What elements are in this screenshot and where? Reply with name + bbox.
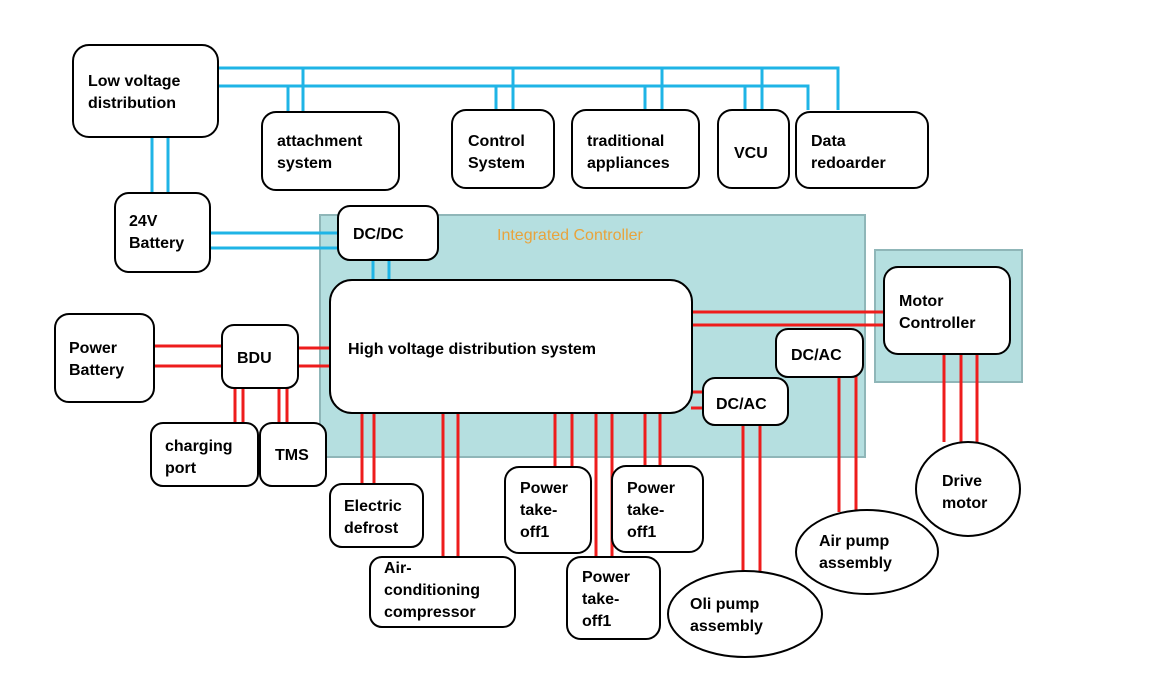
svg-text:motor: motor — [942, 495, 987, 512]
node-bdu: BDU — [221, 324, 299, 389]
svg-text:distribution: distribution — [88, 95, 176, 112]
svg-text:DC/AC: DC/AC — [791, 347, 842, 364]
svg-text:traditional: traditional — [587, 133, 664, 150]
svg-text:Battery: Battery — [69, 362, 124, 379]
node-dc-ac-upper: DC/AC — [775, 328, 864, 378]
low-voltage-lines — [150, 66, 840, 280]
node-traditional-appliances: traditional appliances — [571, 109, 700, 189]
svg-text:system: system — [277, 155, 332, 172]
svg-text:take-: take- — [520, 502, 557, 519]
svg-text:Controller: Controller — [899, 315, 975, 332]
svg-text:DC/DC: DC/DC — [353, 226, 404, 243]
svg-text:assembly: assembly — [690, 618, 763, 635]
node-power-take-off-a: Power take- off1 — [504, 466, 592, 554]
svg-text:take-: take- — [582, 591, 619, 608]
svg-text:Power: Power — [627, 480, 675, 497]
svg-text:Air pump: Air pump — [819, 533, 889, 550]
node-24v-battery: 24V Battery — [114, 192, 211, 273]
svg-text:redoarder: redoarder — [811, 155, 886, 172]
node-tms: TMS — [259, 422, 327, 487]
node-ac-compressor: Air- conditioning compressor — [369, 556, 516, 628]
svg-text:VCU: VCU — [734, 145, 768, 162]
svg-text:attachment: attachment — [277, 133, 363, 150]
svg-text:High voltage distribution syst: High voltage distribution system — [348, 341, 596, 358]
svg-text:assembly: assembly — [819, 555, 892, 572]
node-electric-defrost: Electric defrost — [329, 483, 424, 548]
svg-text:compressor: compressor — [384, 604, 476, 621]
node-vcu: VCU — [717, 109, 790, 189]
node-high-voltage-distribution: High voltage distribution system — [329, 279, 693, 414]
svg-text:off1: off1 — [582, 613, 611, 630]
svg-text:BDU: BDU — [237, 350, 272, 367]
svg-text:defrost: defrost — [344, 520, 399, 537]
svg-text:off1: off1 — [627, 524, 656, 541]
svg-text:Motor: Motor — [899, 293, 943, 310]
svg-text:Electric: Electric — [344, 498, 402, 515]
svg-text:DC/AC: DC/AC — [716, 396, 767, 413]
high-voltage-lines — [154, 310, 979, 572]
node-data-recorder: Data redoarder — [795, 111, 929, 189]
svg-text:Control: Control — [468, 133, 525, 150]
svg-text:Oli pump: Oli pump — [690, 596, 760, 613]
node-charging-port: charging port — [150, 422, 259, 487]
node-power-take-off-b: Power take- off1 — [611, 465, 704, 553]
node-low-voltage-distribution: Low voltage distribution — [72, 44, 219, 138]
node-power-battery: Power Battery — [54, 313, 155, 403]
svg-text:Drive: Drive — [942, 473, 982, 490]
svg-text:Battery: Battery — [129, 235, 184, 252]
node-control-system: Control System — [451, 109, 555, 189]
svg-text:conditioning: conditioning — [384, 582, 480, 599]
svg-text:off1: off1 — [520, 524, 549, 541]
node-oil-pump-assembly: Oli pump assembly — [667, 570, 823, 658]
integrated-controller-label: Integrated Controller — [497, 227, 644, 244]
svg-text:TMS: TMS — [275, 447, 309, 464]
svg-text:System: System — [468, 155, 525, 172]
node-drive-motor: Drive motor — [915, 441, 1021, 537]
svg-text:appliances: appliances — [587, 155, 670, 172]
node-motor-controller: Motor Controller — [883, 266, 1011, 355]
svg-text:port: port — [165, 460, 197, 477]
node-air-pump-assembly: Air pump assembly — [795, 509, 939, 595]
node-dc-dc: DC/DC — [337, 205, 439, 261]
svg-text:Air-: Air- — [384, 560, 412, 577]
node-dc-ac-lower: DC/AC — [702, 377, 789, 426]
svg-text:Power: Power — [520, 480, 568, 497]
svg-text:charging: charging — [165, 438, 233, 455]
svg-text:Data: Data — [811, 133, 846, 150]
svg-text:24V: 24V — [129, 213, 158, 230]
svg-text:Power: Power — [69, 340, 117, 357]
node-attachment-system: attachment system — [261, 111, 400, 191]
svg-text:Low voltage: Low voltage — [88, 73, 181, 90]
svg-text:take-: take- — [627, 502, 664, 519]
svg-text:Power: Power — [582, 569, 630, 586]
node-power-take-off-c: Power take- off1 — [566, 556, 661, 640]
